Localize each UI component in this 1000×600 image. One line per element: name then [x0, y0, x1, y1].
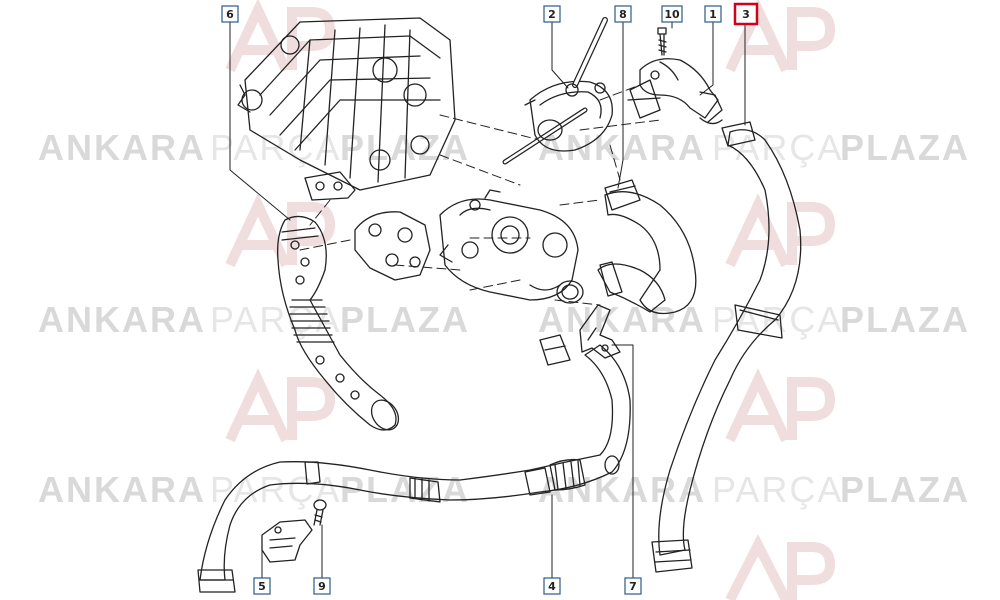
air-elbow [627, 58, 723, 125]
hose-6 [277, 215, 400, 431]
callout-label: 10 [664, 8, 680, 21]
callout-label: 9 [318, 580, 326, 593]
clip-5 [261, 519, 313, 563]
watermark-logo [725, 533, 836, 600]
watermark-logo [725, 368, 836, 443]
watermark-text: PARÇA [210, 127, 341, 168]
bracket-7 [579, 304, 621, 359]
watermark-row-2: ANKARA PARÇA PLAZA ANKARA PARÇA PLAZA [38, 299, 970, 340]
watermark-text: PLAZA [840, 127, 970, 168]
throttle-body [502, 17, 613, 165]
callout-label: 8 [619, 8, 627, 21]
callout-label: 5 [258, 580, 266, 593]
bolt [657, 27, 667, 56]
dashed-leaders [299, 84, 661, 306]
watermark-text: ANKARA [538, 299, 706, 340]
intake-manifold [237, 17, 456, 191]
callout-2[interactable]: 2 [543, 5, 561, 23]
callout-4[interactable]: 4 [543, 577, 561, 595]
manifold-gasket [304, 171, 356, 201]
callout-label: 6 [226, 8, 234, 21]
callout-label: 4 [548, 580, 556, 593]
watermark-text: ANKARA [38, 469, 206, 510]
watermark-logo [225, 368, 336, 443]
callout-leaders [229, 21, 746, 579]
watermark-row-3: ANKARA PARÇA PLAZA ANKARA PARÇA PLAZA [38, 469, 970, 510]
callout-label: 3 [742, 8, 750, 21]
watermark-text: ANKARA [38, 127, 206, 168]
callout-8[interactable]: 8 [614, 5, 632, 23]
callout-7[interactable]: 7 [624, 577, 642, 595]
watermark-text: PLAZA [840, 299, 970, 340]
callout-label: 7 [629, 580, 637, 593]
callout-label: 2 [548, 8, 556, 21]
hose-4 [197, 334, 631, 593]
screw-9 [313, 499, 327, 526]
watermark-text: PARÇA [210, 299, 341, 340]
watermark-text: PLAZA [840, 469, 970, 510]
turbocharger [439, 189, 579, 301]
watermark-text: ANKARA [38, 299, 206, 340]
hose-3 [651, 121, 802, 573]
watermark-text: PLAZA [340, 299, 470, 340]
callout-6[interactable]: 6 [221, 5, 239, 23]
callout-9[interactable]: 9 [313, 577, 331, 595]
watermark-text: PARÇA [712, 469, 843, 510]
o-ring [556, 280, 584, 304]
callout-label: 1 [709, 8, 717, 21]
callout-3[interactable]: 3 [733, 2, 759, 26]
callout-5[interactable]: 5 [253, 577, 271, 595]
watermark-logo [225, 0, 336, 73]
callout-1[interactable]: 1 [704, 5, 722, 23]
hose-8 [597, 179, 697, 315]
watermark-text: ANKARA [538, 127, 706, 168]
watermark-text: PARÇA [210, 469, 341, 510]
watermark-logo [725, 193, 836, 268]
callout-10[interactable]: 10 [661, 5, 683, 23]
watermark-text: PLAZA [340, 127, 470, 168]
watermark-logo [225, 193, 336, 268]
exhaust-manifold [354, 211, 431, 281]
